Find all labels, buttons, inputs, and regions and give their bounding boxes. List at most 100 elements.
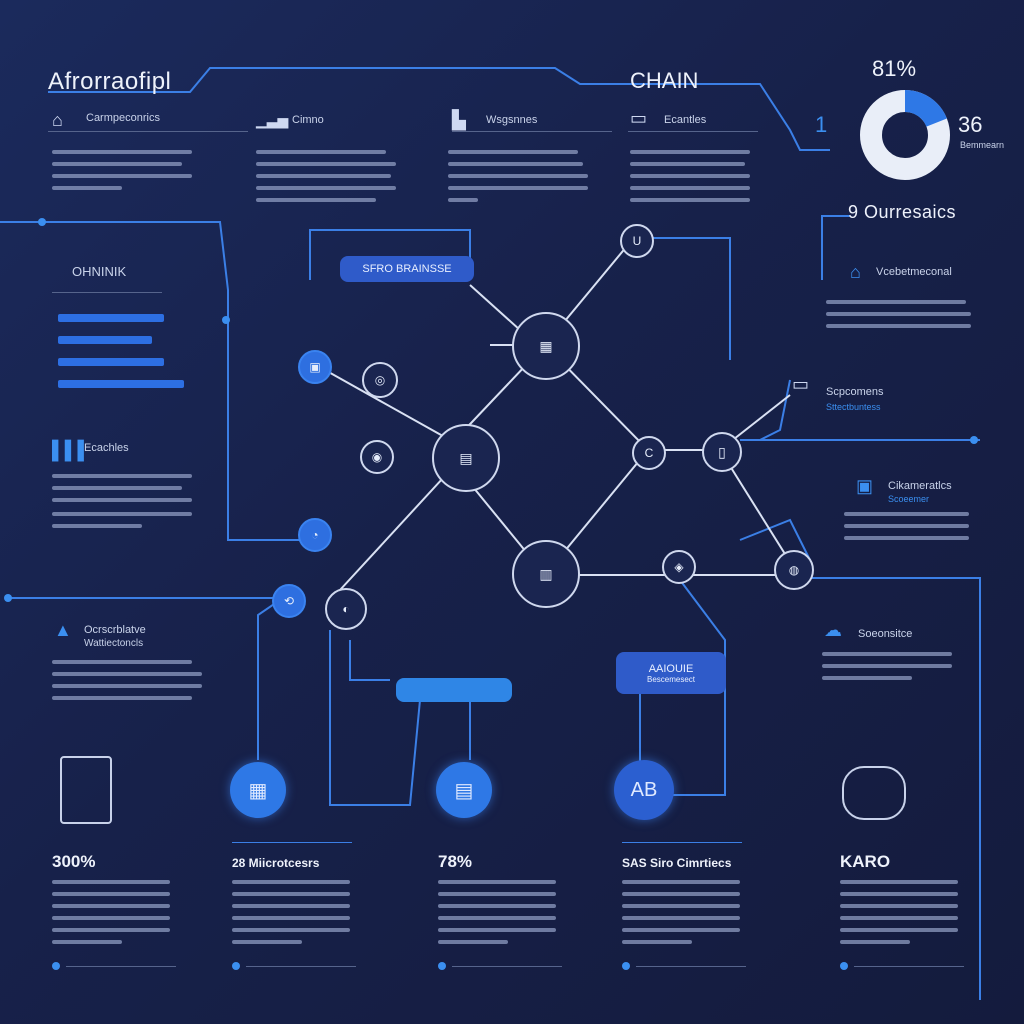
side-node-6[interactable]: U	[620, 224, 654, 258]
top-pill[interactable]: SFRO BRAINSSE	[340, 256, 474, 282]
column-2-text-line	[256, 162, 396, 166]
right-section-2-sub: Sttectbuntess	[826, 402, 881, 412]
stat-text-line	[438, 880, 556, 884]
column-3-text-line	[448, 186, 588, 190]
stat-text-line	[52, 904, 170, 908]
bottom-mid-loop	[329, 630, 421, 806]
bottom-pill[interactable]	[396, 678, 512, 702]
store-icon: ▙	[452, 110, 466, 130]
donut-left-value: 1	[815, 112, 828, 137]
column-1-text-line	[52, 162, 182, 166]
stat-2-divider	[232, 842, 352, 843]
left-section-2-text-line	[52, 486, 182, 490]
hub-node-far-right[interactable]: ▯	[702, 432, 742, 472]
column-4-text-line	[630, 186, 750, 190]
mid-pill-sub: Bescemesect	[646, 674, 696, 684]
blue-node-1[interactable]: ▣	[298, 350, 332, 384]
chart-icon: ▁▃▅	[256, 112, 289, 128]
stat-text-line	[232, 880, 350, 884]
left-panel-label: OHNINIK	[72, 264, 127, 279]
stat-text-line	[840, 904, 958, 908]
window-icon: ▭	[792, 374, 810, 394]
right-section-4-text-line	[822, 652, 952, 656]
left-section-3-sub: Wattiectoncls	[84, 638, 144, 649]
stat-text-line	[438, 940, 508, 944]
stat-text-line	[438, 928, 556, 932]
side-node-5[interactable]: ◍	[774, 550, 814, 590]
left-panel-underline	[52, 292, 162, 293]
left-panel-bar	[58, 380, 184, 388]
stat-text-line	[52, 916, 170, 920]
column-2-text-line	[256, 198, 376, 202]
lock-icon	[842, 766, 906, 820]
right-top-connector	[650, 237, 731, 360]
column-4-text-line	[630, 150, 750, 154]
stat-text-line	[840, 916, 958, 920]
stat-text-line	[52, 880, 170, 884]
stat-text-line	[840, 892, 958, 896]
right-section-3-text-line	[844, 536, 969, 540]
stat-4-divider	[622, 842, 742, 843]
connector-dot	[222, 316, 230, 324]
cloud-icon: ☁	[824, 620, 842, 640]
stat-5-value: KARO	[840, 852, 891, 871]
donut-arc	[860, 90, 950, 180]
stat-3-value: 78%	[438, 852, 473, 871]
column-3-text-line	[448, 198, 478, 202]
hub-node-right[interactable]: C	[632, 436, 666, 470]
stat-text-line	[622, 880, 740, 884]
stat-bullet-dot	[622, 962, 630, 970]
blue-node-3[interactable]: ⟲	[272, 584, 306, 618]
stat-text-line	[232, 916, 350, 920]
building-icon: ⌂	[52, 110, 63, 130]
right-section-3-heading: Cikameratlcs	[888, 480, 952, 492]
column-4-heading: Ecantles	[664, 114, 707, 126]
mid-pill-label: AAIOUIE	[648, 662, 694, 675]
right-section-1-text-line	[826, 324, 971, 328]
side-node-3[interactable]: ◐	[325, 588, 367, 630]
outcomes-connector	[821, 215, 850, 280]
side-node-1[interactable]: ◎	[362, 362, 398, 398]
stat-text-line	[622, 928, 740, 932]
column-1-text-line	[52, 174, 192, 178]
stat-text-line	[232, 940, 302, 944]
hub-node-top[interactable]: ▦	[512, 312, 580, 380]
document-icon	[60, 756, 112, 824]
mid-pill[interactable]: AAIOUIE Bescemesect	[616, 652, 726, 694]
stat-text-line	[438, 916, 556, 920]
left-section-2-text-line	[52, 474, 192, 478]
stat-text-line	[622, 940, 692, 944]
right-section-4-text-line	[822, 676, 912, 680]
column-3-text-line	[448, 150, 578, 154]
blue-node-2[interactable]: ◔	[298, 518, 332, 552]
hub-node-left[interactable]: ▤	[432, 424, 500, 492]
column-4-underline	[628, 131, 758, 132]
stat-bullet-dot	[438, 962, 446, 970]
stat-text-line	[622, 904, 740, 908]
stat-text-line	[232, 892, 350, 896]
edge-g	[719, 449, 796, 571]
bottom-right-connector	[800, 577, 981, 1000]
edge-m	[469, 284, 521, 331]
left-section-2-text-line	[52, 524, 142, 528]
bar-chart-icon: ▌▌▌	[52, 440, 91, 460]
stat-text-line	[232, 928, 350, 932]
laptop-icon: ▭	[630, 108, 648, 128]
stat-bullet-dot	[840, 962, 848, 970]
column-3-underline	[452, 131, 612, 132]
edge-i	[339, 464, 456, 591]
left-section-2-heading: Ecachles	[84, 442, 129, 454]
connector-dot	[4, 594, 12, 602]
column-1-underline	[48, 131, 248, 132]
right-section-4-text-line	[822, 664, 952, 668]
right-vertical-connector	[759, 379, 791, 441]
side-node-2[interactable]: ◉	[360, 440, 394, 474]
donut-percent: 81%	[872, 56, 917, 81]
bottom-left-loop	[257, 599, 281, 760]
connector-dot	[970, 436, 978, 444]
column-2-text-line	[256, 186, 396, 190]
stat-text-line	[232, 904, 350, 908]
side-node-4[interactable]: ◈	[662, 550, 696, 584]
stat-text-line	[52, 940, 122, 944]
hub-node-bottom[interactable]: ▥	[512, 540, 580, 608]
